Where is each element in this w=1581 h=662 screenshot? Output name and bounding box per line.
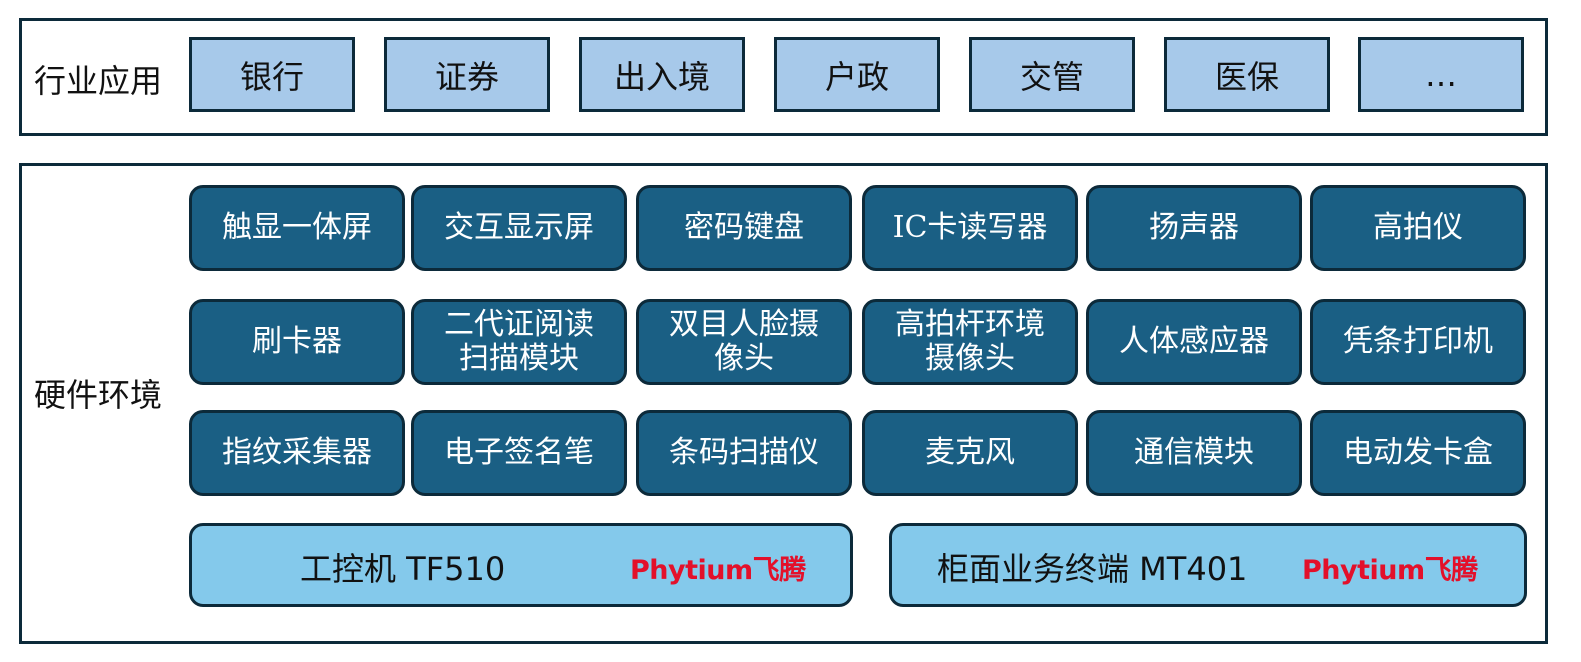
phytium-logo: Phytium飞腾	[630, 555, 806, 586]
hw-communication-module: 通信模块	[1086, 410, 1302, 496]
host-name: 柜面业务终端 MT401	[937, 550, 1248, 588]
hw-interactive-display: 交互显示屏	[411, 185, 627, 271]
hw-signature-pen: 电子签名笔	[411, 410, 627, 496]
app-securities: 证券	[384, 37, 550, 112]
industry-apps-label: 行业应用	[34, 62, 163, 100]
hw-microphone: 麦克风	[862, 410, 1078, 496]
hw-ic-card-reader: IC卡读写器	[862, 185, 1078, 271]
app-more: …	[1358, 37, 1524, 112]
host-industrial-pc: 工控机 TF510 Phytium飞腾	[189, 523, 853, 607]
app-bank: 银行	[189, 37, 355, 112]
phytium-logo: Phytium飞腾	[1302, 555, 1478, 586]
hw-document-camera: 高拍仪	[1310, 185, 1526, 271]
hw-pole-environment-camera: 高拍杆环境 摄像头	[862, 299, 1078, 385]
app-household-registration: 户政	[774, 37, 940, 112]
hw-barcode-scanner: 条码扫描仪	[636, 410, 852, 496]
hw-fingerprint-collector: 指纹采集器	[189, 410, 405, 496]
app-medical-insurance: 医保	[1164, 37, 1330, 112]
hw-touch-display: 触显一体屏	[189, 185, 405, 271]
app-traffic-management: 交管	[969, 37, 1135, 112]
hw-card-dispenser: 电动发卡盒	[1310, 410, 1526, 496]
hw-receipt-printer: 凭条打印机	[1310, 299, 1526, 385]
hw-id-card-reader-module: 二代证阅读 扫描模块	[411, 299, 627, 385]
host-counter-terminal: 柜面业务终端 MT401 Phytium飞腾	[889, 523, 1527, 607]
hardware-label: 硬件环境	[34, 376, 163, 414]
hw-card-swiper: 刷卡器	[189, 299, 405, 385]
hw-speaker: 扬声器	[1086, 185, 1302, 271]
hw-binocular-face-camera: 双目人脸摄 像头	[636, 299, 852, 385]
host-name: 工控机 TF510	[300, 550, 506, 588]
hw-human-sensor: 人体感应器	[1086, 299, 1302, 385]
hw-pin-pad: 密码键盘	[636, 185, 852, 271]
app-immigration: 出入境	[579, 37, 745, 112]
